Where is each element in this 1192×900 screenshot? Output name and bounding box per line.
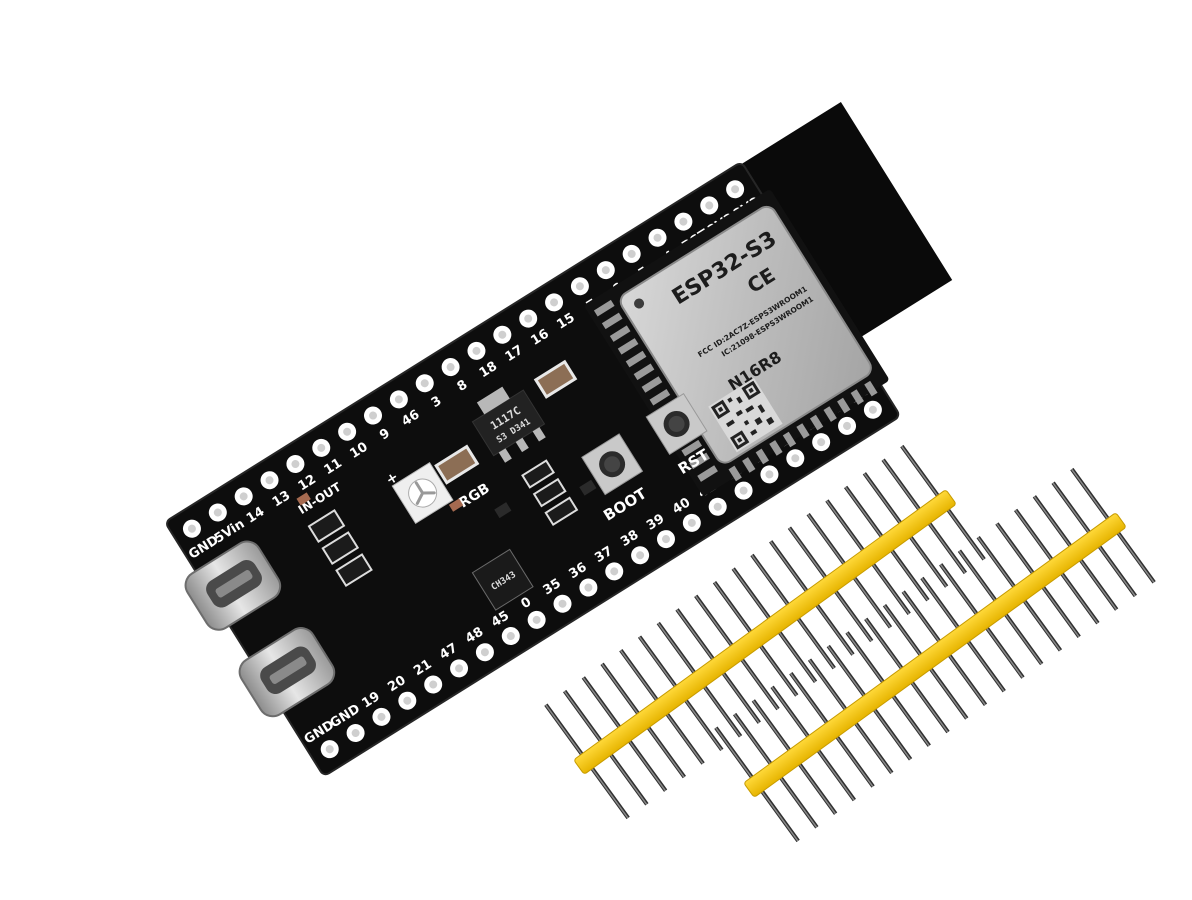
voltage-regulator: 1117C S3 D341 [471, 386, 546, 463]
pin-header-strip-2 [714, 467, 1156, 843]
antenna-area [713, 101, 953, 360]
qr-code [708, 377, 783, 453]
dev-board: 3V33V3RST4567151617188346910111213145Vin… [166, 101, 953, 776]
smd-resistors [494, 459, 597, 527]
pin-header-strip-1 [544, 444, 986, 820]
diodes [296, 492, 464, 588]
capacitors [434, 359, 578, 485]
usb-c-connector-2 [238, 627, 336, 718]
usb-c-connector-1 [184, 540, 282, 631]
usb-uart-chip: CH343 [471, 548, 534, 611]
